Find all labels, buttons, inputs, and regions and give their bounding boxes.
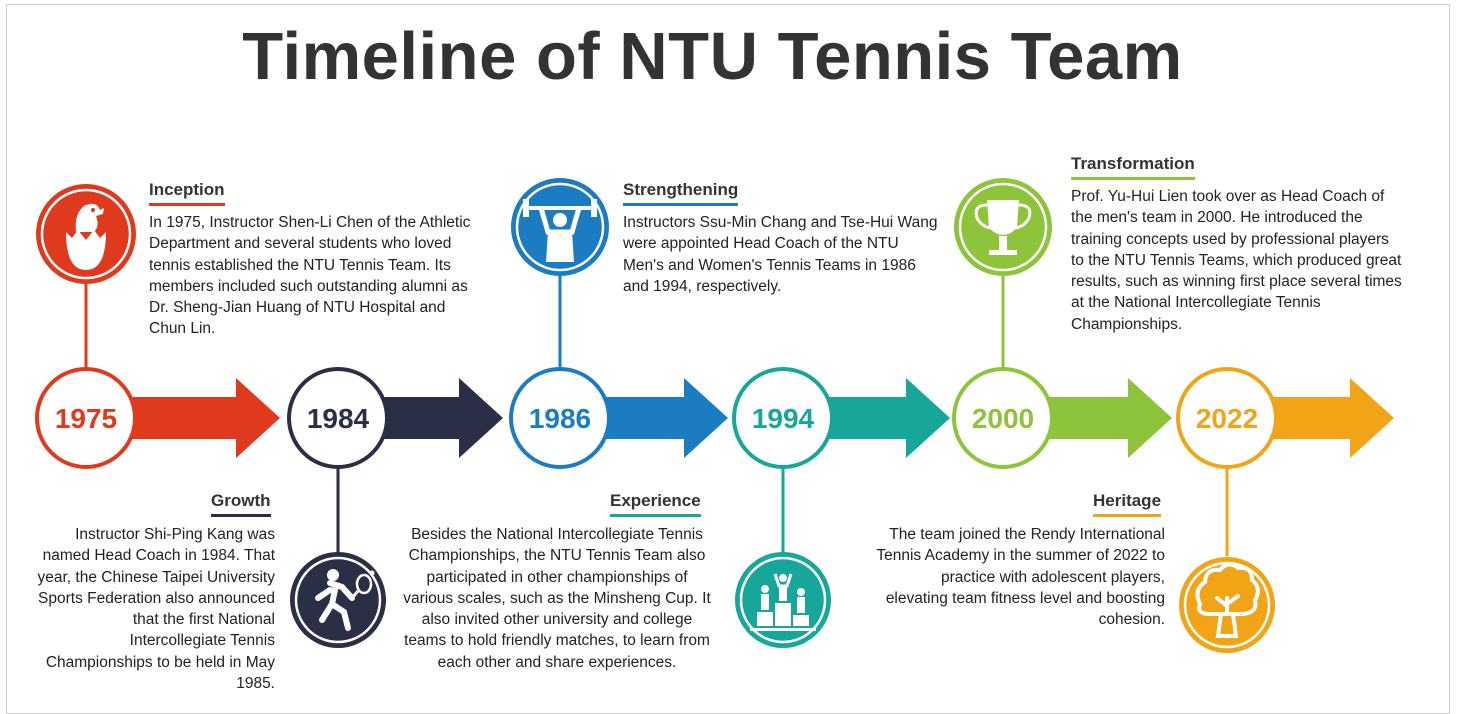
heading-heritage: Heritage — [1093, 491, 1162, 517]
year-label-1986: 1986 — [529, 403, 591, 434]
year-circle-2000: 2000 — [952, 367, 1054, 469]
text-strengthening: Instructors Ssu-Min Chang and Tse-Hui Wa… — [623, 214, 938, 295]
hatching-dinosaur-icon — [36, 184, 136, 284]
year-label-2000: 2000 — [972, 403, 1034, 434]
year-circle-1986: 1986 — [509, 367, 611, 469]
arrow-1984 — [380, 378, 503, 458]
text-transformation: Prof. Yu-Hui Lien took over as Head Coac… — [1071, 188, 1402, 333]
tree-icon — [1179, 557, 1275, 653]
text-inception: In 1975, Instructor Shen-Li Chen of the … — [149, 214, 471, 338]
year-circle-1984: 1984 — [287, 367, 389, 469]
text-growth: Instructor Shi-Ping Kang was named Head … — [37, 526, 275, 693]
heading-strengthening: Strengthening — [623, 180, 739, 206]
arrow-1986 — [603, 378, 728, 458]
arrow-2000 — [1046, 378, 1172, 458]
text-experience: Besides the National Intercollegiate Ten… — [403, 526, 711, 671]
text-heritage: The team joined the Rendy International … — [876, 526, 1165, 629]
page-title: Timeline of NTU Tennis Team — [242, 19, 1183, 94]
arrow-1994 — [826, 378, 950, 458]
year-circle-1994: 1994 — [732, 367, 834, 469]
year-label-2022: 2022 — [1196, 403, 1258, 434]
weightlifter-icon — [511, 178, 609, 276]
year-label-1984: 1984 — [307, 403, 370, 434]
trophy-icon — [954, 178, 1052, 276]
arrow-2022 — [1270, 378, 1394, 458]
arrow-1975 — [128, 378, 280, 458]
heading-inception: Inception — [149, 180, 225, 206]
tennis-player-icon — [290, 552, 386, 648]
year-label-1994: 1994 — [752, 403, 815, 434]
year-label-1975: 1975 — [55, 403, 117, 434]
heading-growth: Growth — [211, 491, 271, 517]
heading-transformation: Transformation — [1071, 154, 1195, 180]
heading-experience: Experience — [610, 491, 701, 517]
year-circle-1975: 1975 — [35, 367, 137, 469]
podium-icon — [735, 552, 831, 648]
year-circle-2022: 2022 — [1176, 367, 1278, 469]
